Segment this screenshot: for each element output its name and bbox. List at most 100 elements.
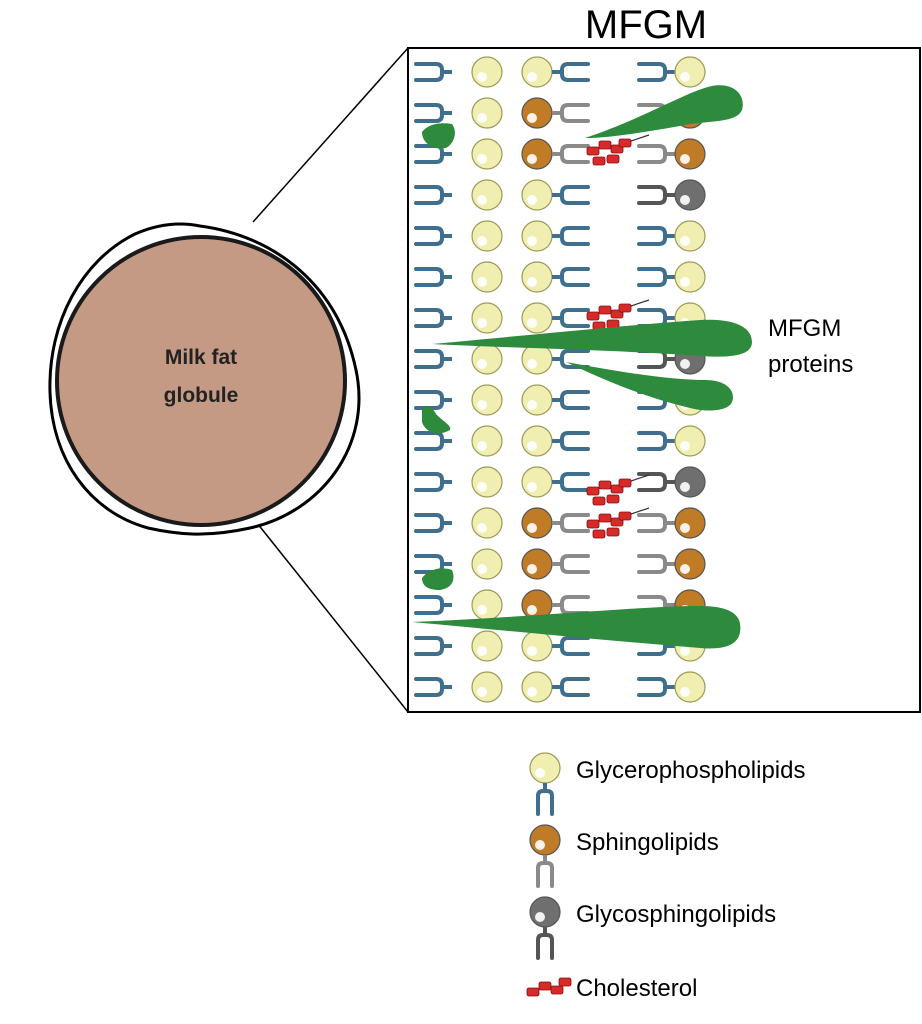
cholesterol-ring <box>586 146 600 156</box>
inner-right-glycerophospholipid-highlight <box>680 687 690 697</box>
outer-glycerophospholipid-head <box>471 56 503 88</box>
cholesterol-layer <box>586 134 650 539</box>
outer-glycerophospholipid-tail-fork <box>414 226 444 246</box>
inner-right-glycosphingolipid-highlight <box>680 482 690 492</box>
outer-glycerophospholipid-highlight <box>477 523 487 533</box>
cholesterol-ring <box>618 511 632 521</box>
inner-right-glycerophospholipid-tail-stem <box>665 644 675 648</box>
cholesterol-ring <box>526 987 540 997</box>
outer-glycerophospholipid-head <box>471 466 503 498</box>
outer-glycerophospholipid-head <box>471 97 503 129</box>
cholesterol-ring <box>598 513 612 523</box>
outer-glycerophospholipid-tail-stem <box>442 398 452 402</box>
inner-glycerophospholipid-highlight <box>527 441 537 451</box>
outer-glycerophospholipid-tail-fork <box>414 103 444 123</box>
inner-right-glycosphingolipid-highlight <box>680 195 690 205</box>
inner-glycerophospholipid-tail-fork <box>560 472 590 492</box>
inner-sphingolipid-highlight <box>527 154 537 164</box>
legend-sphingolipid-highlight <box>535 840 545 850</box>
inner-glycerophospholipid-highlight <box>527 72 537 82</box>
inner-glycerophospholipid-tail-fork <box>560 267 590 287</box>
inner-sphingolipid-tail-fork <box>560 513 590 533</box>
cholesterol-ring <box>618 478 632 488</box>
outer-glycerophospholipid-tail-stem <box>442 70 452 74</box>
inner-right-glycosphingolipid-tail-fork <box>637 185 667 205</box>
inner-sphingolipid-tail-stem <box>552 152 562 156</box>
inner-sphingolipid-tail-stem <box>552 111 562 115</box>
inner-glycerophospholipid-highlight <box>527 236 537 246</box>
outer-glycerophospholipid-tail-fork <box>414 677 444 697</box>
diagram-title: MFGM <box>585 3 707 47</box>
inner-glycerophospholipid-highlight <box>527 318 537 328</box>
inner-glycerophospholipid-head <box>521 425 553 457</box>
inner-right-glycerophospholipid-tail-fork <box>637 677 667 697</box>
outer-glycerophospholipid-head <box>471 507 503 539</box>
legend-tail-fork <box>536 789 554 816</box>
inner-right-glycerophospholipid-tail-fork <box>637 62 667 82</box>
outer-glycerophospholipid-highlight <box>477 441 487 451</box>
outer-glycerophospholipid-highlight <box>477 564 487 574</box>
outer-glycerophospholipid-highlight <box>477 482 487 492</box>
outer-glycerophospholipid-highlight <box>477 605 487 615</box>
inner-right-glycerophospholipid-head <box>674 261 706 293</box>
outer-glycerophospholipid-head <box>471 179 503 211</box>
inner-sphingolipid-tail-fork <box>560 595 590 615</box>
outer-glycerophospholipid-tail-stem <box>442 480 452 484</box>
outer-glycerophospholipid-highlight <box>477 195 487 205</box>
outer-glycerophospholipid-head <box>471 589 503 621</box>
outer-glycerophospholipid-highlight <box>477 400 487 410</box>
globule-label-line1: Milk fat <box>165 346 237 369</box>
inner-glycerophospholipid-tail-fork <box>560 226 590 246</box>
legend: GlycerophospholipidsSphingolipidsGlycosp… <box>526 752 805 1002</box>
outer-glycerophospholipid-head <box>471 630 503 662</box>
cholesterol-ring <box>592 529 606 539</box>
inner-right-glycerophospholipid-head <box>674 56 706 88</box>
inner-right-sphingolipid-head <box>674 138 706 170</box>
outer-glycerophospholipid-highlight <box>477 72 487 82</box>
lipid-row <box>414 548 706 580</box>
inner-sphingolipid-tail-fork <box>560 554 590 574</box>
outer-glycerophospholipid-highlight <box>477 236 487 246</box>
inner-glycerophospholipid-head <box>521 466 553 498</box>
cholesterol-cluster <box>586 474 650 506</box>
proteins-label-line1: MFGM <box>768 315 841 342</box>
inner-right-sphingolipid-tail-fork <box>637 144 667 164</box>
proteins-label-line2: proteins <box>768 351 853 378</box>
lipid-row <box>414 56 706 88</box>
inner-sphingolipid-tail-fork <box>560 144 590 164</box>
cholesterol-legend-icon <box>526 977 572 997</box>
zoom-line-bottom <box>252 517 409 713</box>
outer-glycerophospholipid-tail-fork <box>414 636 444 656</box>
inner-glycerophospholipid-tail-stem <box>552 644 562 648</box>
inner-right-glycerophospholipid-head <box>674 425 706 457</box>
inner-right-glycerophospholipid-highlight <box>680 236 690 246</box>
outer-glycerophospholipid-head <box>471 261 503 293</box>
outer-glycerophospholipid-head <box>471 138 503 170</box>
inner-right-glycerophospholipid-head <box>674 220 706 252</box>
lipid-row <box>414 220 706 252</box>
lipid-row <box>414 138 706 170</box>
cholesterol-ring <box>618 138 632 148</box>
inner-glycerophospholipid-head <box>521 56 553 88</box>
cholesterol-ring <box>606 527 620 537</box>
milk-fat-globule: Milk fat globule <box>48 222 361 536</box>
inner-right-glycerophospholipid-highlight <box>680 441 690 451</box>
legend-tail-stem <box>543 855 547 863</box>
inner-sphingolipid-head <box>521 548 553 580</box>
outer-glycerophospholipid-head <box>471 302 503 334</box>
cholesterol-cluster <box>586 134 650 166</box>
outer-glycerophospholipid-head <box>471 671 503 703</box>
protein-transmembrane-3 <box>566 362 733 411</box>
inner-right-glycerophospholipid-highlight <box>680 277 690 287</box>
inner-right-sphingolipid-head <box>674 507 706 539</box>
outer-glycerophospholipid-tail-fork <box>414 472 444 492</box>
legend-item-glycosphingolipids: Glycosphingolipids <box>529 896 776 960</box>
cholesterol-cluster <box>586 299 650 331</box>
outer-glycerophospholipid-tail-stem <box>442 111 452 115</box>
inner-right-glycerophospholipid-head <box>674 671 706 703</box>
inner-sphingolipid-head <box>521 97 553 129</box>
inner-sphingolipid-tail-stem <box>552 521 562 525</box>
cholesterol-ring <box>550 985 564 995</box>
inner-right-glycosphingolipid-tail-stem <box>665 480 675 484</box>
outer-glycerophospholipid-head <box>471 425 503 457</box>
